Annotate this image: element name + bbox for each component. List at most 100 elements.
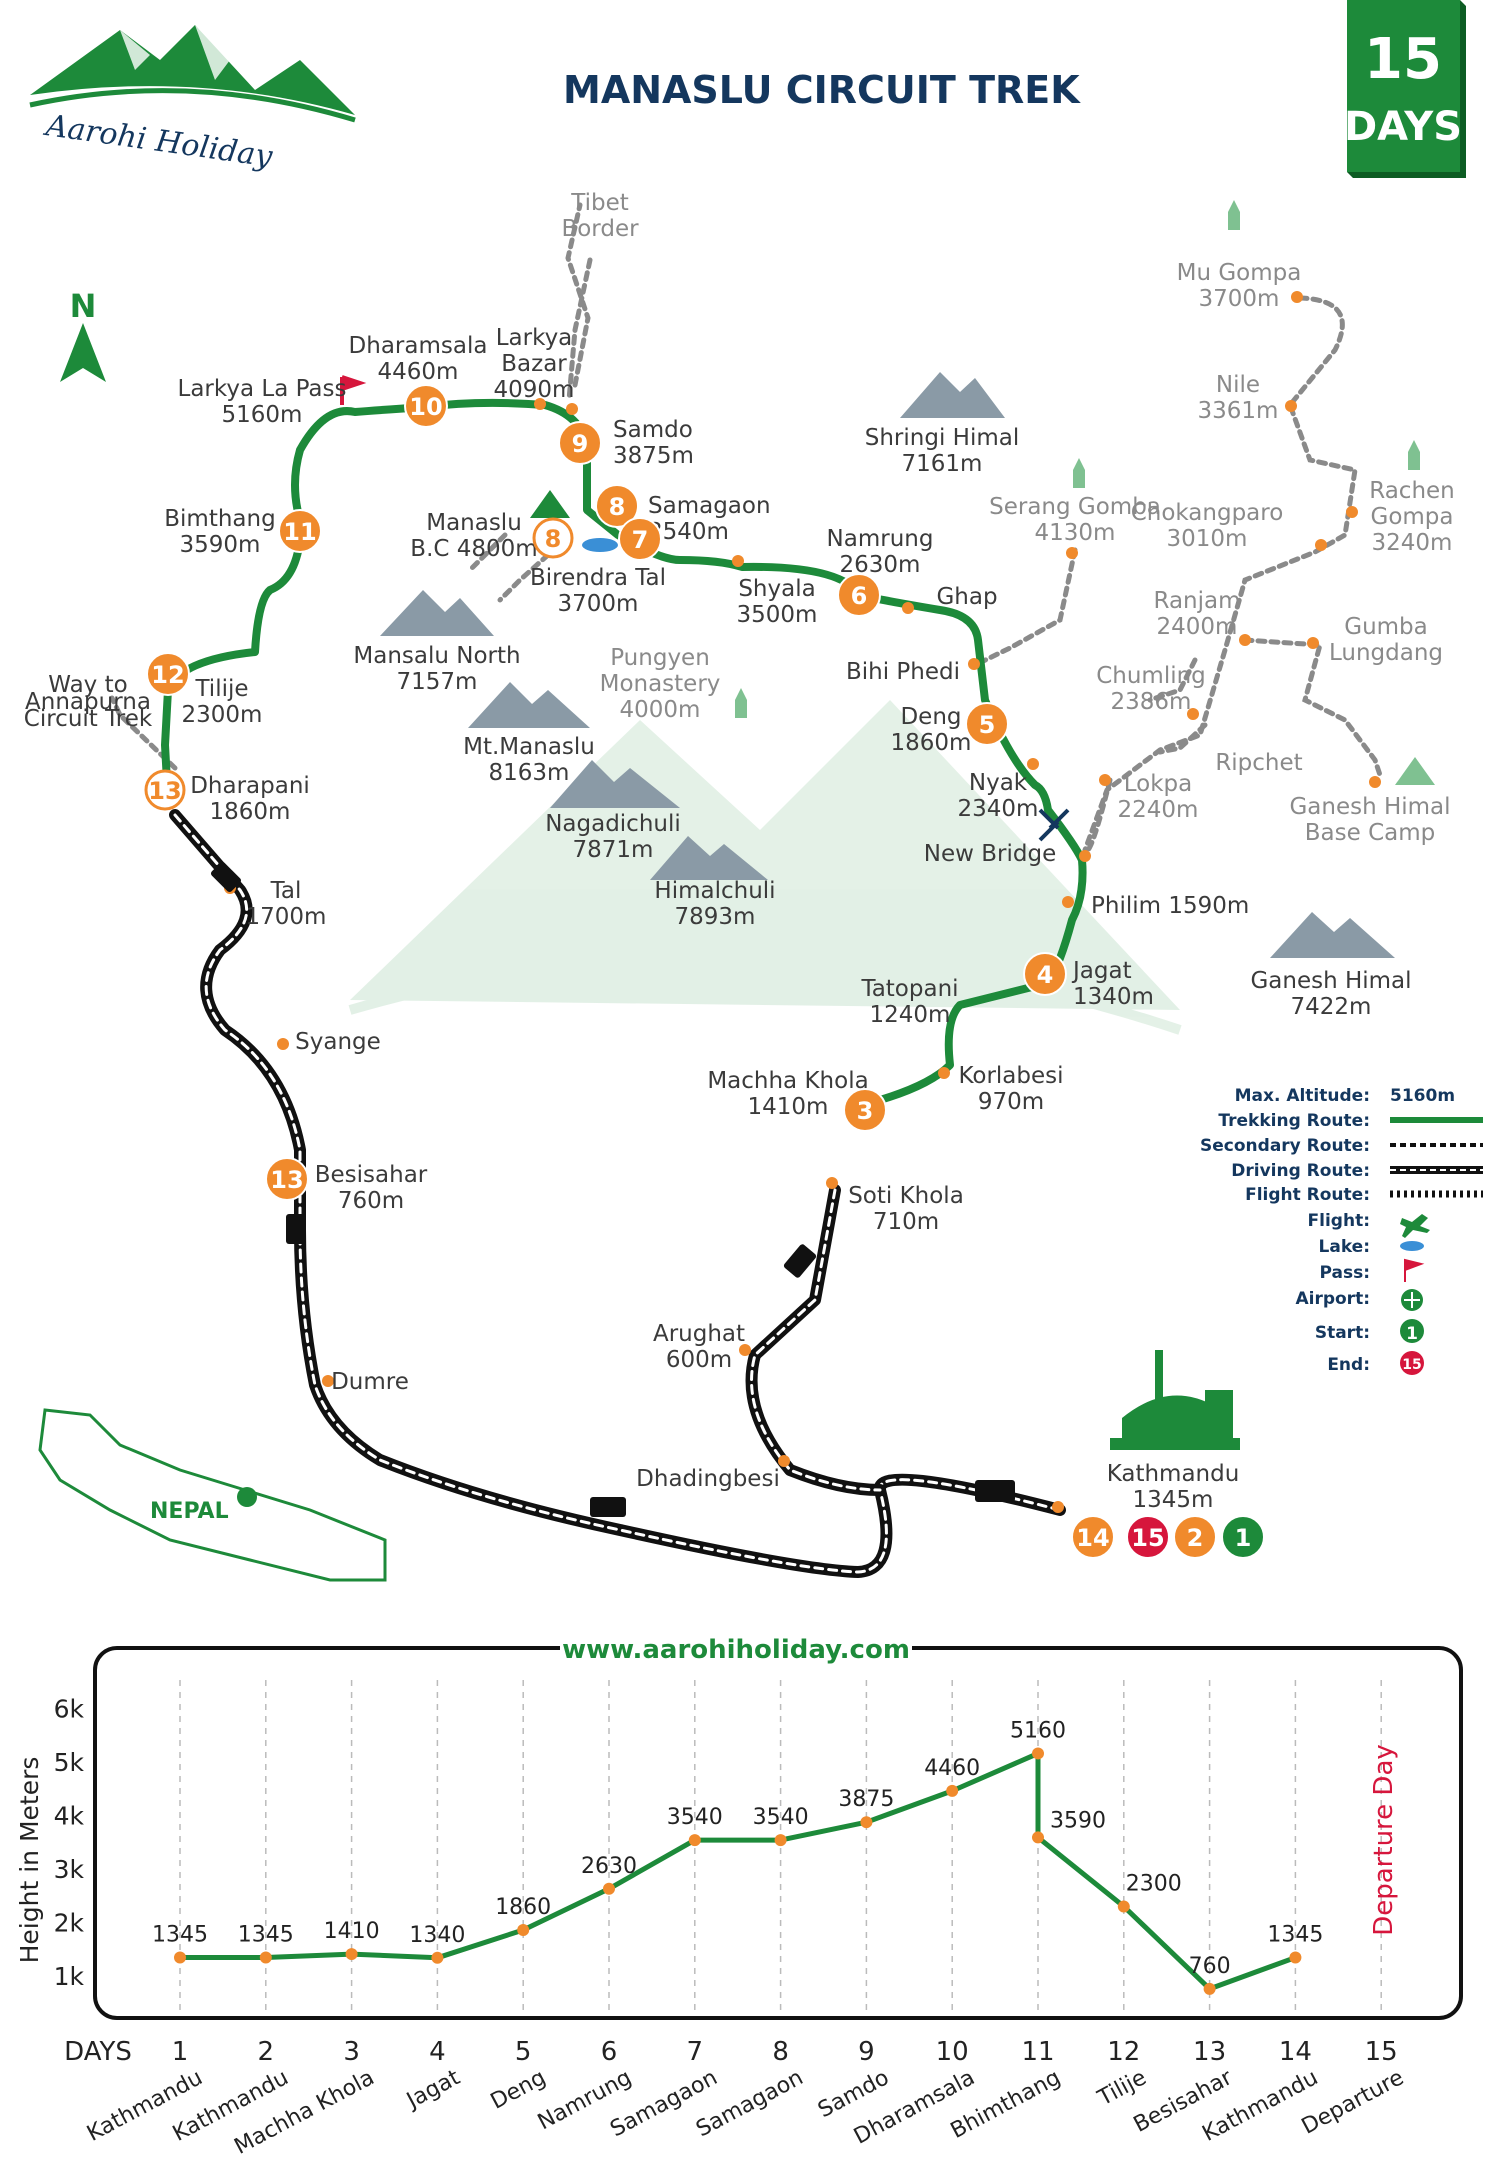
svg-text:7: 7 (632, 526, 649, 554)
y-tick-4k: 4k (54, 1802, 85, 1831)
svg-text:9: 9 (572, 430, 589, 458)
data-label-8: 3875 (838, 1787, 894, 1812)
data-label-2: 1410 (324, 1919, 380, 1944)
svg-text:2240m: 2240m (1118, 797, 1199, 823)
svg-text:3500m: 3500m (737, 602, 818, 628)
svg-text:Arughat: Arughat (653, 1321, 745, 1347)
svg-text:8: 8 (609, 493, 626, 521)
legend-start-badge (1400, 1319, 1424, 1343)
svg-text:Ganesh Himal: Ganesh Himal (1289, 794, 1450, 820)
pass-flag-icon (340, 375, 367, 405)
y-tick-6k: 6k (54, 1695, 85, 1724)
svg-text:3700m: 3700m (558, 591, 639, 617)
data-point-4 (517, 1923, 530, 1936)
data-label-12: 2300 (1126, 1871, 1182, 1896)
legend-item-6: Pass: (1319, 1263, 1370, 1283)
svg-text:3240m: 3240m (1372, 530, 1453, 556)
day-badge-8: 8 (532, 517, 574, 559)
x-tick-place-3: Jagat (401, 2065, 464, 2114)
svg-text:12: 12 (151, 661, 184, 689)
secondary-routes (109, 202, 1383, 854)
day-badge-3: 3 (843, 1088, 887, 1132)
svg-text:8163m: 8163m (489, 760, 570, 786)
svg-text:Korlabesi: Korlabesi (958, 1063, 1063, 1089)
svg-text:Base Camp: Base Camp (1305, 820, 1435, 846)
svg-text:1345m: 1345m (1133, 1487, 1214, 1513)
departure-day-label: Departure Day (1369, 1744, 1399, 1936)
svg-text:Mansalu North: Mansalu North (353, 643, 520, 669)
svg-text:Manaslu: Manaslu (426, 510, 522, 536)
legend-item-5: Lake: (1319, 1237, 1370, 1257)
y-tick-2k: 2k (54, 1909, 85, 1938)
duration-unit: DAYS (1344, 104, 1462, 150)
svg-text:Namrung: Namrung (827, 526, 934, 552)
legend-item-8: Start: (1315, 1323, 1370, 1343)
svg-text:Gumba: Gumba (1344, 614, 1428, 640)
svg-text:2400m: 2400m (1157, 614, 1238, 640)
legend-end-badge (1400, 1351, 1424, 1375)
legend-item-1: Secondary Route: (1200, 1136, 1370, 1156)
svg-text:Pungyen: Pungyen (610, 645, 710, 671)
day-badge-6: 6 (837, 573, 881, 617)
svg-text:3: 3 (857, 1097, 874, 1125)
svg-text:Birendra Tal: Birendra Tal (530, 565, 666, 591)
x-tick-day-10: 10 (936, 2037, 969, 2067)
x-tick-day-9: 9 (858, 2037, 875, 2067)
x-axis-label: DAYS (64, 2037, 132, 2067)
x-tick-day-3: 3 (343, 2037, 360, 2067)
svg-text:2340m: 2340m (958, 796, 1039, 822)
svg-text:7161m: 7161m (902, 451, 983, 477)
svg-text:710m: 710m (873, 1209, 939, 1235)
svg-text:Syange: Syange (295, 1029, 381, 1055)
brand-logo: Aarohi Holiday (29, 25, 356, 175)
svg-text:Serang Gomba: Serang Gomba (989, 494, 1161, 520)
svg-text:6: 6 (851, 582, 868, 610)
svg-text:Tatopani: Tatopani (860, 976, 958, 1002)
svg-text:600m: 600m (666, 1347, 732, 1373)
x-tick-day-14: 14 (1279, 2037, 1312, 2067)
place-label-dumre: Dumre (331, 1369, 409, 1395)
place-label-bihi: Bihi Phedi (846, 659, 960, 685)
svg-text:Philim 1590m: Philim 1590m (1091, 893, 1249, 919)
data-label-6: 3540 (667, 1805, 723, 1830)
svg-text:Mu Gompa: Mu Gompa (1177, 260, 1302, 286)
nepal-label: NEPAL (150, 1499, 229, 1524)
x-tick-day-5: 5 (515, 2037, 532, 2067)
data-point-0 (174, 1951, 186, 1964)
svg-text:Jagat: Jagat (1071, 958, 1132, 984)
svg-text:1: 1 (1406, 1324, 1418, 1344)
x-tick-day-11: 11 (1021, 2037, 1054, 2067)
svg-text:2630m: 2630m (840, 552, 921, 578)
place-label-ghap: Ghap (936, 584, 997, 610)
x-tick-place-11: Tilije (1093, 2065, 1150, 2111)
svg-text:Circuit Trek: Circuit Trek (24, 706, 153, 732)
data-point-1 (259, 1951, 272, 1964)
svg-text:Bihi Phedi: Bihi Phedi (846, 659, 960, 685)
svg-text:15: 15 (1402, 1357, 1421, 1373)
svg-text:Himalchuli: Himalchuli (654, 878, 775, 904)
svg-text:Dumre: Dumre (331, 1369, 409, 1395)
duration-number: 15 (1364, 27, 1442, 92)
svg-text:4130m: 4130m (1035, 520, 1116, 546)
place-label-philim: Philim 1590m (1091, 893, 1249, 919)
svg-text:4: 4 (1037, 961, 1054, 989)
route-stops (224, 291, 1381, 1513)
svg-text:4090m: 4090m (494, 377, 575, 403)
